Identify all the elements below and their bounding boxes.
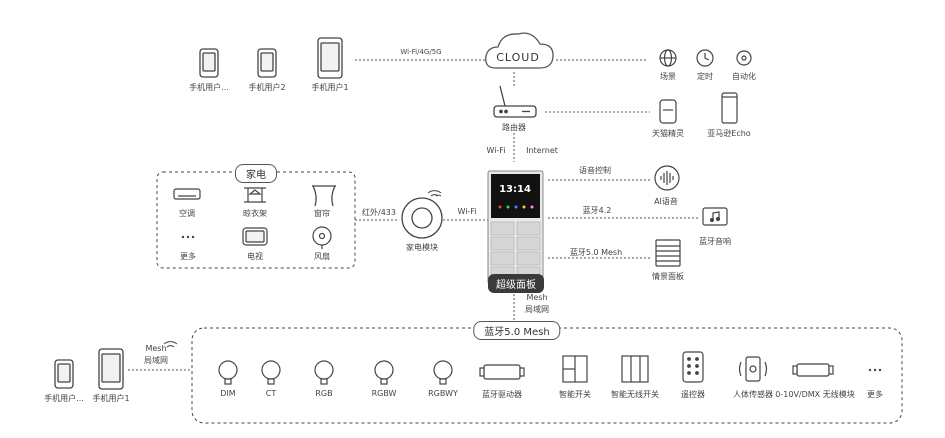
fan-icon bbox=[312, 226, 332, 249]
service-label: 定时 bbox=[697, 72, 713, 81]
mesh-device-label: 遥控器 bbox=[681, 390, 705, 399]
drying-rack-icon bbox=[244, 187, 266, 203]
phone-label: 手机用户... bbox=[44, 394, 84, 403]
amazon-echo-icon bbox=[721, 92, 738, 124]
service-label: 场景 bbox=[660, 72, 676, 81]
link-label: 语音控制 bbox=[579, 166, 611, 175]
bulb-icon bbox=[374, 360, 394, 385]
bulb-icon bbox=[433, 360, 453, 385]
device-label: 蓝牙音响 bbox=[699, 237, 731, 246]
module-wifi-label: Wi-Fi bbox=[457, 207, 477, 216]
router-label: 路由器 bbox=[502, 123, 526, 132]
clock-icon bbox=[696, 49, 714, 67]
module-icon bbox=[792, 363, 834, 377]
wifi-label: Wi-Fi bbox=[486, 146, 506, 155]
more-icon bbox=[868, 368, 882, 372]
phone-icon bbox=[54, 348, 124, 390]
bulb-icon bbox=[314, 360, 334, 385]
scene-panel-icon bbox=[655, 239, 681, 267]
speaker-label: 亚马逊Echo bbox=[707, 129, 751, 138]
internet-label: Internet bbox=[526, 146, 558, 155]
more-icon bbox=[181, 235, 195, 239]
link-label: 蓝牙5.0 Mesh bbox=[569, 248, 623, 257]
mesh-device-label: 更多 bbox=[867, 390, 883, 399]
phone-label: 手机用户2 bbox=[248, 83, 286, 92]
mesh-device-label: 0-10V/DMX 无线模块 bbox=[775, 390, 855, 399]
phone-label: 手机用户... bbox=[189, 83, 229, 92]
panel-time: 13:14 bbox=[499, 184, 531, 195]
appliance-label: 晾衣架 bbox=[243, 209, 267, 218]
mesh-bottom-sub-label: 局域网 bbox=[144, 356, 168, 365]
link-label: 蓝牙4.2 bbox=[582, 206, 612, 215]
mesh-device-label: 智能开关 bbox=[559, 390, 591, 399]
mesh-device-label: CT bbox=[265, 389, 277, 398]
mesh-device-label: 智能无线开关 bbox=[611, 390, 659, 399]
mesh-device-label: 人体传感器 bbox=[733, 390, 773, 399]
appliance-label: 电视 bbox=[247, 252, 263, 261]
wireless-switch-icon bbox=[621, 355, 649, 383]
phone-label: 手机用户1 bbox=[92, 394, 130, 403]
cloud-label: CLOUD bbox=[496, 51, 540, 64]
automation-icon bbox=[736, 50, 752, 66]
appliance-module-label: 家电模块 bbox=[406, 243, 438, 252]
mesh-network-label: 蓝牙5.0 Mesh bbox=[473, 321, 561, 340]
switch-icon bbox=[562, 355, 588, 383]
appliance-label: 窗帘 bbox=[314, 209, 330, 218]
mesh-device-label: RGBWY bbox=[428, 389, 458, 398]
mesh-device-label: 蓝牙驱动器 bbox=[482, 390, 522, 399]
air-conditioner-icon bbox=[173, 188, 201, 200]
mesh-device-label: RGB bbox=[315, 389, 333, 398]
bluetooth-speaker-icon bbox=[702, 207, 728, 226]
remote-icon bbox=[682, 351, 704, 383]
device-label: AI语音 bbox=[654, 197, 678, 206]
router-icon bbox=[493, 85, 537, 118]
globe-icon bbox=[659, 49, 677, 67]
bulb-icon bbox=[261, 360, 281, 385]
ir-label: 红外/433 bbox=[362, 208, 396, 217]
bulb-icon bbox=[218, 360, 238, 385]
super-panel-label: 超级面板 bbox=[488, 274, 544, 293]
mesh-device-label: RGBW bbox=[371, 389, 397, 398]
appliance-module-icon bbox=[401, 190, 443, 239]
speaker-label: 天猫精灵 bbox=[652, 129, 684, 138]
mesh-bottom-label: Mesh bbox=[145, 344, 167, 353]
service-label: 自动化 bbox=[732, 72, 756, 81]
appliance-label: 空调 bbox=[179, 209, 195, 218]
phone-icon bbox=[199, 37, 343, 79]
tmall-genie-icon bbox=[659, 99, 677, 124]
device-label: 情景面板 bbox=[652, 272, 684, 281]
motion-sensor-icon bbox=[738, 356, 768, 382]
tv-icon bbox=[242, 227, 268, 246]
cloud-link-label: Wi-Fi/4G/5G bbox=[400, 48, 442, 56]
mesh-sub-label: 局域网 bbox=[525, 305, 549, 314]
appliances-title: 家电 bbox=[235, 164, 277, 183]
mesh-device-label: DIM bbox=[220, 389, 236, 398]
appliance-label: 更多 bbox=[180, 252, 196, 261]
appliance-label: 风扇 bbox=[314, 252, 330, 261]
cloud-icon bbox=[485, 32, 554, 69]
ai-voice-icon bbox=[654, 165, 680, 191]
curtain-icon bbox=[312, 185, 336, 207]
mesh-label: Mesh bbox=[526, 293, 548, 302]
phone-label: 手机用户1 bbox=[311, 83, 349, 92]
driver-icon bbox=[479, 364, 525, 380]
